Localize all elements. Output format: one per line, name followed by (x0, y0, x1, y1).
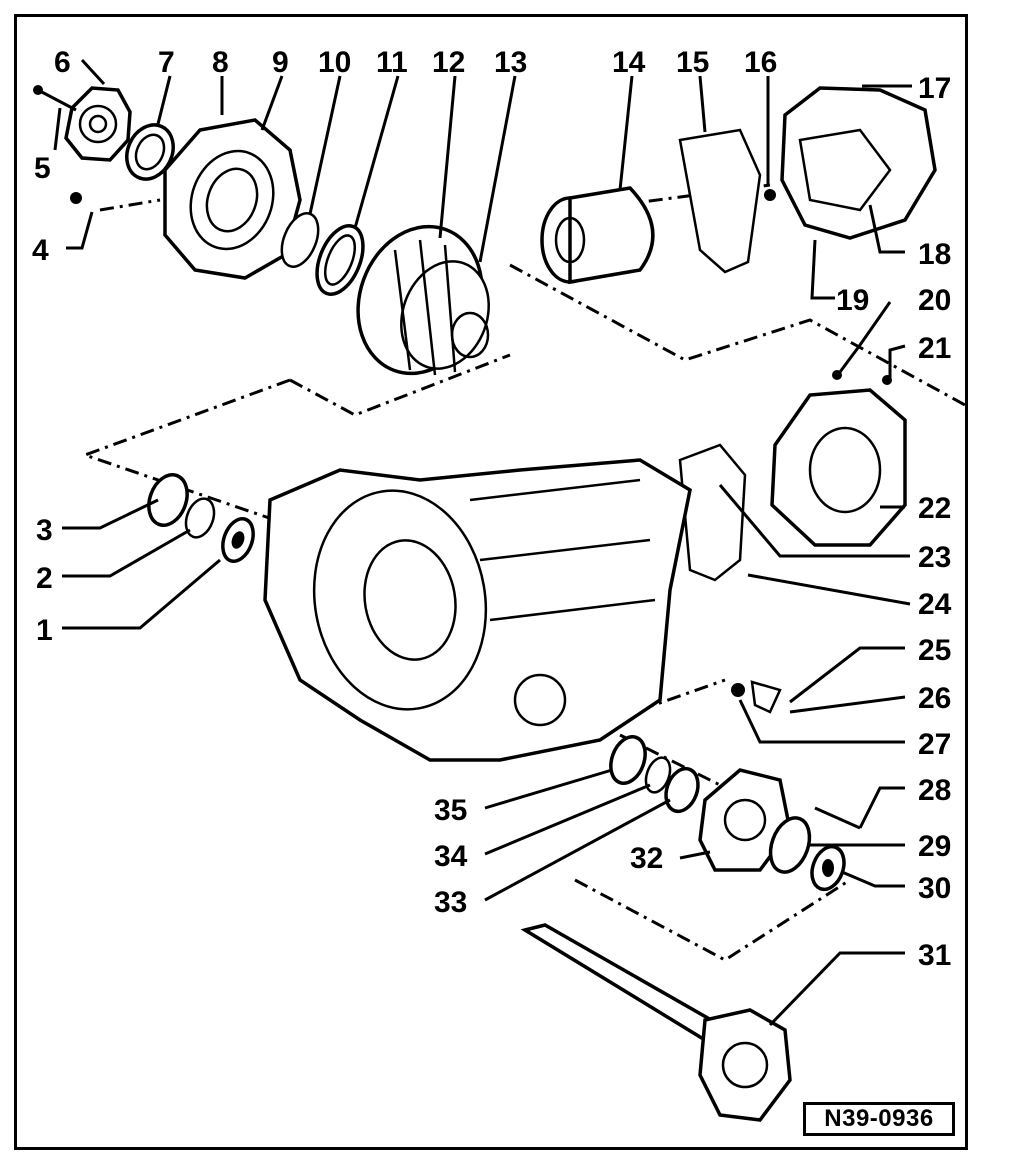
label-22: 22 (918, 492, 951, 525)
drive-shaft-31 (520, 923, 792, 1122)
label-4: 4 (32, 234, 49, 267)
label-14: 14 (612, 46, 646, 79)
reference-code-box: N39-0936 (803, 1102, 955, 1136)
label-21: 21 (918, 332, 951, 365)
label-30: 30 (918, 872, 951, 905)
reference-code: N39-0936 (824, 1105, 934, 1132)
label-13: 13 (494, 46, 527, 79)
label-5: 5 (34, 152, 51, 185)
label-3: 3 (36, 514, 53, 547)
label-26: 26 (918, 682, 951, 715)
gearbox-housing (263, 458, 692, 762)
label-17: 17 (918, 72, 951, 105)
label-8: 8 (212, 46, 229, 79)
label-25: 25 (918, 634, 951, 667)
label-34: 34 (434, 840, 468, 873)
label-10: 10 (318, 46, 351, 79)
label-7: 7 (158, 46, 175, 79)
label-2: 2 (36, 562, 53, 595)
label-9: 9 (272, 46, 289, 79)
label-20: 20 (918, 284, 951, 317)
label-24: 24 (918, 588, 952, 621)
label-31: 31 (918, 939, 951, 972)
label-27: 27 (918, 728, 951, 761)
seal-ring-7 (125, 123, 175, 181)
gasket-23-24 (678, 443, 747, 582)
drive-flange-left (33, 85, 132, 162)
crown-wheel-differential (356, 224, 490, 376)
leader-lines (53, 58, 912, 1027)
label-11: 11 (376, 46, 408, 79)
front-output-parts (609, 735, 861, 892)
label-19: 19 (836, 284, 869, 317)
label-15: 15 (676, 46, 709, 79)
transfer-housing-22 (770, 370, 907, 547)
final-drive-cover (70, 118, 302, 280)
gasket-15 (678, 128, 762, 274)
o-rings-10-11 (280, 212, 365, 296)
transfer-case-part-14 (540, 186, 655, 285)
label-6: 6 (54, 46, 71, 79)
label-32: 32 (630, 842, 663, 875)
label-12: 12 (432, 46, 465, 79)
label-18: 18 (918, 238, 951, 271)
seals-1-3 (147, 473, 255, 563)
label-33: 33 (434, 886, 467, 919)
part-number-labels: 1 2 3 4 5 6 7 8 9 10 11 12 13 14 15 16 1… (32, 46, 952, 972)
label-35: 35 (434, 794, 467, 827)
label-28: 28 (918, 774, 951, 807)
label-16: 16 (744, 46, 777, 79)
small-parts-25-27 (731, 680, 782, 714)
label-29: 29 (918, 830, 951, 863)
rear-housing-17-18 (764, 86, 937, 240)
label-1: 1 (36, 614, 53, 647)
label-23: 23 (918, 541, 951, 574)
